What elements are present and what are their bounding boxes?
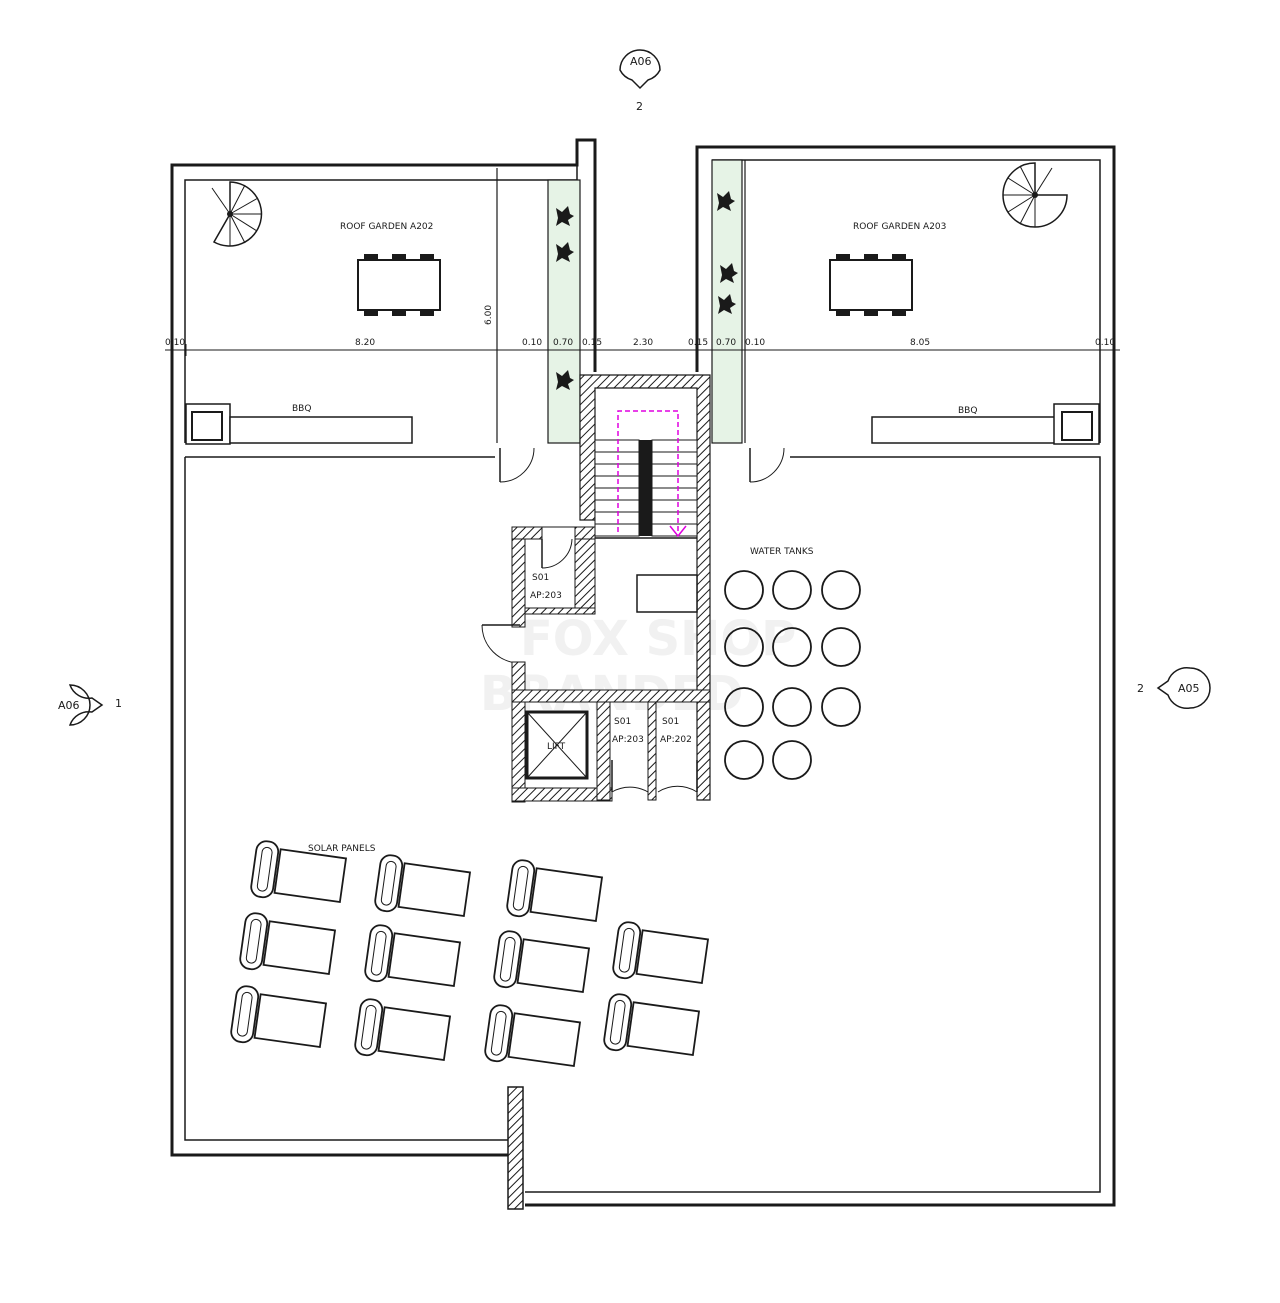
bbq-left-label: BBQ xyxy=(292,404,311,414)
section-num: 2 xyxy=(636,100,643,113)
solar-panel-icon xyxy=(364,924,462,988)
stair-path-line xyxy=(617,410,679,532)
dining-table-right-icon xyxy=(829,254,913,316)
section-marker-left: A06 1 xyxy=(58,684,122,726)
solar-panel-icon xyxy=(612,921,710,985)
water-tank-icon xyxy=(724,687,764,727)
main-roof xyxy=(170,455,1116,1210)
dim-label: 0.15 xyxy=(688,338,708,348)
water-tank-icon xyxy=(821,627,861,667)
lift-label: LIFT xyxy=(547,742,566,752)
watermark: FOX SHOP BRANDED xyxy=(480,611,796,722)
dim-label: 2.30 xyxy=(633,338,653,348)
solar-panel-icon xyxy=(354,998,452,1062)
solar-panel-icon xyxy=(493,930,591,994)
store-code: S01 xyxy=(532,573,549,583)
bbq-left-counter xyxy=(229,416,413,444)
section-marker-right: A05 2 xyxy=(1137,667,1211,709)
solar-panel-icon xyxy=(239,912,337,976)
solar-panel-icon xyxy=(484,1004,582,1068)
dim-label: 0.70 xyxy=(716,338,736,348)
water-tank-icon xyxy=(821,687,861,727)
water-tank-icon xyxy=(772,687,812,727)
dining-table-left-icon xyxy=(357,254,441,316)
solar-panel-icon xyxy=(230,985,328,1049)
water-tanks: WATER TANKS xyxy=(724,547,861,780)
solar-panel-icon xyxy=(603,993,701,1057)
planter-left xyxy=(547,179,581,444)
section-num: 1 xyxy=(115,697,122,710)
solar-panels: SOLAR PANELS xyxy=(230,840,710,1068)
lift-icon xyxy=(525,710,589,780)
roof-garden-right-label: ROOF GARDEN A203 xyxy=(853,222,946,232)
store-ap: AP:203 xyxy=(612,735,644,745)
dim-vertical-label: 6.00 xyxy=(484,305,494,325)
water-tank-icon xyxy=(772,627,812,667)
solar-panel-icon xyxy=(506,859,604,923)
store-door-icon xyxy=(541,538,573,569)
bbq-right-counter xyxy=(871,416,1057,444)
plant-icon xyxy=(717,191,738,314)
roof-garden-left: ROOF GARDEN A202 BBQ xyxy=(170,138,597,483)
dim-label: 0.70 xyxy=(553,338,573,348)
roof-garden-left-label: ROOF GARDEN A202 xyxy=(340,222,433,232)
door-right-icon xyxy=(749,447,785,483)
watermark-line-1: FOX SHOP xyxy=(520,611,796,667)
roof-garden-right: ROOF GARDEN A203 BBQ xyxy=(695,145,1116,483)
spiral-stair-left-icon xyxy=(211,181,263,247)
section-marker-icon xyxy=(68,684,104,726)
water-tank-icon xyxy=(724,740,764,780)
water-tank-icon xyxy=(772,570,812,610)
parapet-wall xyxy=(507,1086,524,1210)
section-marker-icon xyxy=(619,49,661,90)
dim-label: 0.10 xyxy=(522,338,542,348)
bbq-right-label: BBQ xyxy=(958,406,977,416)
store-ap: AP:202 xyxy=(660,735,692,745)
solar-panel-icon xyxy=(250,840,348,904)
stair-arrow-icon xyxy=(669,525,687,538)
solar-panel-icon xyxy=(374,854,472,918)
store-ap: AP:203 xyxy=(530,591,562,601)
section-ref: A05 xyxy=(1178,682,1200,695)
stair-core: S01 AP:203 LIFT S01 AP:203 S01 AP:202 xyxy=(481,374,711,803)
water-tank-icon xyxy=(724,627,764,667)
dim-label: 0.10 xyxy=(1095,338,1115,348)
dim-label: 0.10 xyxy=(745,338,765,348)
water-tank-icon xyxy=(821,570,861,610)
dim-label: 8.20 xyxy=(355,338,375,348)
solar-panels-label: SOLAR PANELS xyxy=(308,844,376,854)
store-door-icon xyxy=(611,760,698,793)
section-num: 2 xyxy=(1137,682,1144,695)
door-left-icon xyxy=(499,447,535,483)
section-ref: A06 xyxy=(630,55,652,68)
section-ref: A06 xyxy=(58,699,80,712)
dim-label: 8.05 xyxy=(910,338,930,348)
store-code: S01 xyxy=(662,717,679,727)
water-tank-icon xyxy=(772,740,812,780)
entry-door-icon xyxy=(481,624,521,664)
water-tank-icon xyxy=(724,570,764,610)
section-marker-icon xyxy=(1156,667,1211,709)
core-shaft xyxy=(636,574,698,613)
spiral-stair-right-icon xyxy=(1002,162,1068,228)
dim-label: 0.10 xyxy=(165,338,185,348)
dim-label: 0.15 xyxy=(582,338,602,348)
plant-icon xyxy=(556,206,574,390)
store-code: S01 xyxy=(614,717,631,727)
dimension-line: 0.10 8.20 0.10 0.70 0.15 2.30 0.15 0.70 … xyxy=(165,305,1120,356)
water-tanks-label: WATER TANKS xyxy=(750,547,814,557)
stair-steps-icon xyxy=(594,439,698,537)
section-marker-top: A06 2 xyxy=(619,49,661,113)
